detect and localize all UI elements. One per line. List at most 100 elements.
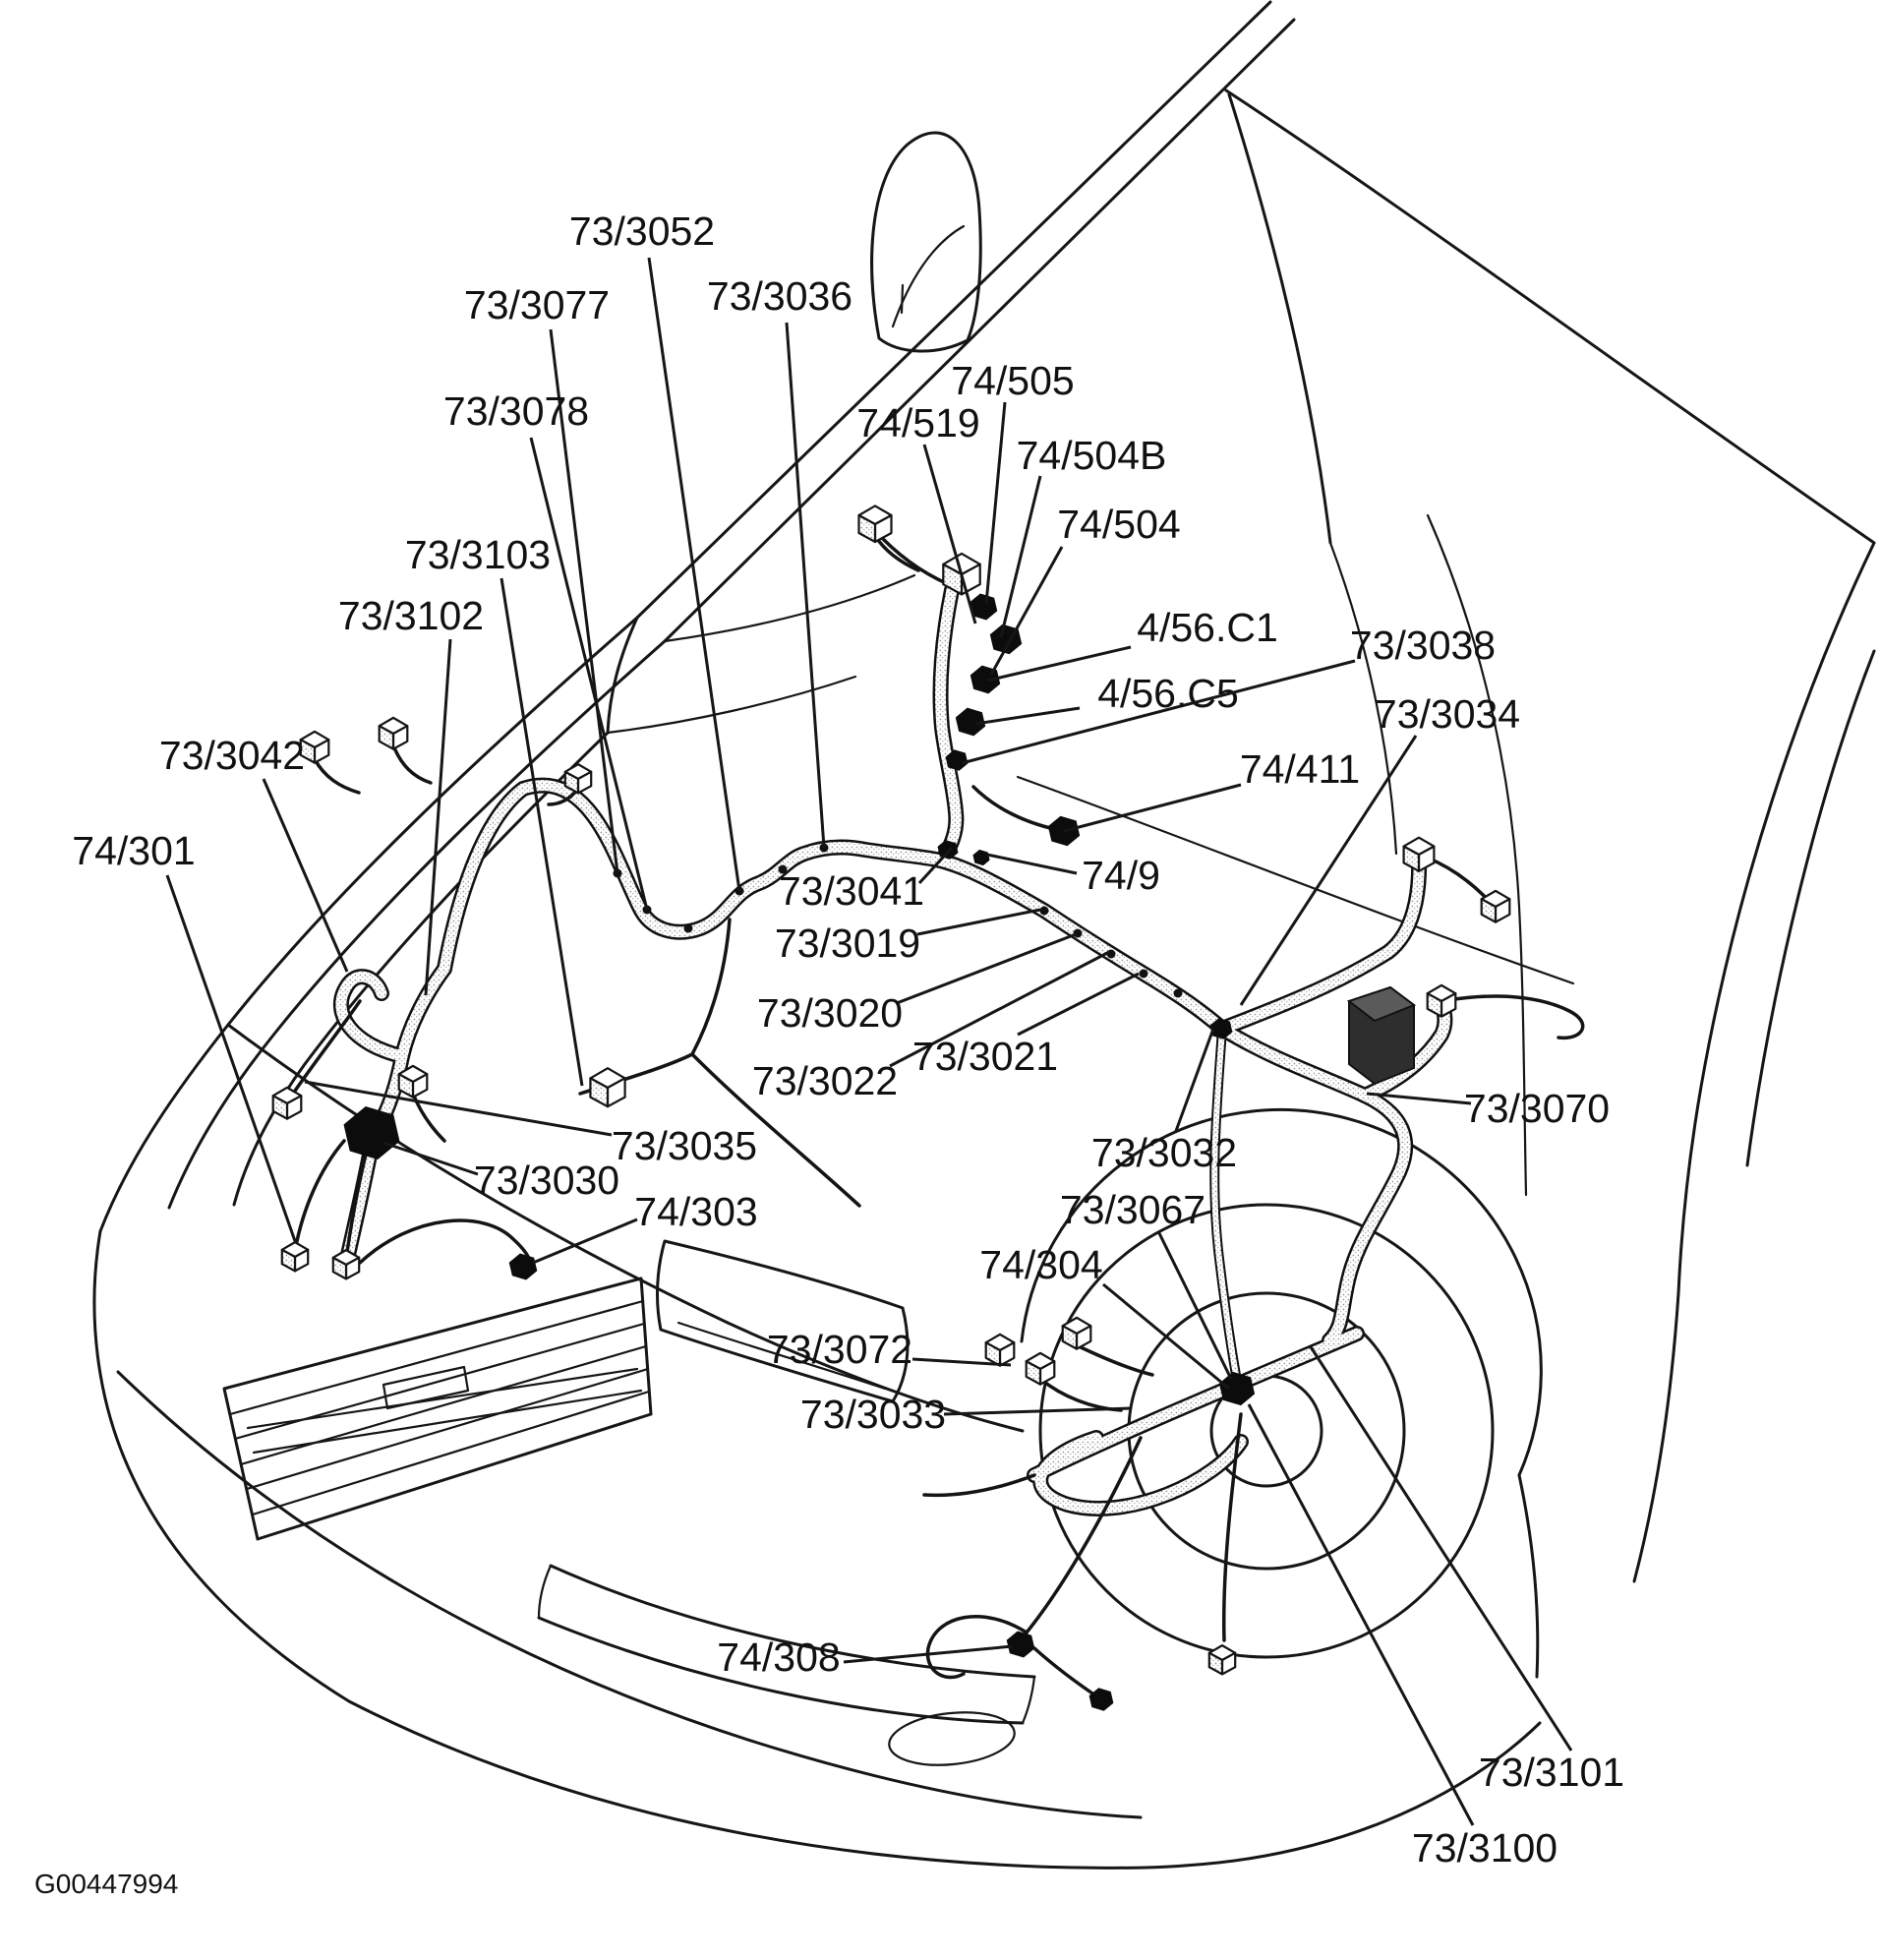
harness-clip-dot xyxy=(683,923,693,933)
connector-black xyxy=(972,849,990,866)
harness-wire xyxy=(922,1473,1036,1498)
leader-line-74-519 xyxy=(922,444,977,624)
callout-label-73-3038: 73/3038 xyxy=(1350,623,1496,668)
connector-cube-face xyxy=(563,770,580,795)
leader-line-73-3038 xyxy=(961,659,1356,765)
callout-label-73-3072: 73/3072 xyxy=(767,1327,912,1372)
hood-crease-line xyxy=(167,639,667,1210)
leader-line-74-504B xyxy=(999,475,1042,638)
connector-cube-face xyxy=(942,563,964,596)
harness-wire xyxy=(690,918,732,1056)
callout-label-73-3103: 73/3103 xyxy=(405,532,551,577)
connector-black xyxy=(969,593,998,621)
callout-label-73-3042: 73/3042 xyxy=(159,733,305,778)
callout-label-74-504B: 74/504B xyxy=(1017,433,1167,478)
callout-label-74-303: 74/303 xyxy=(634,1189,757,1234)
leader-line-73-3034 xyxy=(1239,735,1418,1006)
harness-wire xyxy=(1032,1646,1103,1701)
callout-label-74-519: 74/519 xyxy=(856,400,979,445)
callout-label-73-3019: 73/3019 xyxy=(775,921,920,966)
fog-lamp xyxy=(888,1711,1016,1766)
leader-line-73-3042 xyxy=(262,778,349,973)
leader-line-73-3077 xyxy=(549,328,619,874)
connector-black xyxy=(1006,1631,1035,1658)
callout-label-73-3067: 73/3067 xyxy=(1060,1187,1205,1232)
rocker-line xyxy=(1517,1473,1540,1679)
connector-cube-face xyxy=(299,739,317,764)
headlamp-inner-line xyxy=(676,1321,887,1391)
harness-clip-dot xyxy=(1039,906,1049,916)
connector-cube xyxy=(271,1086,303,1120)
harness-wire xyxy=(690,1052,861,1208)
leader-line-74-308 xyxy=(843,1644,1014,1664)
harness-tube-core xyxy=(1034,1432,1247,1515)
hood-inner-line xyxy=(663,573,916,643)
wiring-harness xyxy=(291,534,1585,1701)
harness-clip-dot xyxy=(1173,988,1183,998)
connector-cube xyxy=(1061,1316,1092,1350)
right-fender-edge xyxy=(1426,513,1528,1197)
control-module-box-top xyxy=(1346,985,1417,1023)
harness-tube-core xyxy=(934,584,962,860)
leader-line-73-3033 xyxy=(943,1406,1132,1416)
callout-label-74-411: 74/411 xyxy=(1240,746,1360,792)
connector-black xyxy=(945,749,969,771)
leader-line-74-9 xyxy=(986,853,1078,875)
hood-inner-line xyxy=(606,675,857,735)
callout-label-4-56-C1: 4/56.C1 xyxy=(1137,605,1278,650)
connector-cube xyxy=(984,1333,1016,1367)
callout-label-73-3070: 73/3070 xyxy=(1464,1086,1610,1131)
leader-line-73-3072 xyxy=(911,1357,1012,1367)
windshield-a-pillar-line xyxy=(663,18,1296,643)
windshield-right-edge xyxy=(1227,92,1332,545)
harness-clip-dot xyxy=(778,864,788,874)
lower-intake-end xyxy=(537,1564,1036,1725)
leader-line-73-3036 xyxy=(785,322,826,849)
leader-line-4-56-C5 xyxy=(974,706,1081,726)
right-fender-line xyxy=(1328,541,1398,856)
connector-cube xyxy=(857,505,893,544)
grille-badge xyxy=(382,1365,470,1410)
harness-wire xyxy=(291,999,362,1096)
callout-label-74-304: 74/304 xyxy=(979,1242,1102,1287)
callout-label-73-3021: 73/3021 xyxy=(912,1034,1058,1079)
connectors xyxy=(271,505,1511,1711)
callout-label-74-308: 74/308 xyxy=(717,1634,840,1680)
leader-line-73-3078 xyxy=(529,437,649,911)
harness-wire xyxy=(313,757,361,795)
callout-label-73-3032: 73/3032 xyxy=(1091,1130,1237,1175)
connector-cube xyxy=(397,1064,429,1099)
connector-cube xyxy=(331,1249,361,1280)
hood-left-edge xyxy=(98,616,639,1233)
harness-tube-core xyxy=(930,854,1228,1035)
connector-cube-face xyxy=(1061,1325,1079,1350)
leader-line-74-504 xyxy=(989,546,1064,676)
windshield-a-pillar-line xyxy=(635,0,1272,620)
connector-cube-face xyxy=(378,725,395,750)
connector-black xyxy=(343,1106,400,1159)
lower-intake-top xyxy=(549,1564,1036,1679)
callout-label-73-3030: 73/3030 xyxy=(474,1158,619,1203)
leader-line-73-3020 xyxy=(896,932,1077,1005)
connector-cube-face xyxy=(271,1095,289,1120)
leader-line-73-3030 xyxy=(382,1141,479,1176)
connector-cube-face xyxy=(1480,898,1498,923)
callout-label-73-3101: 73/3101 xyxy=(1479,1750,1624,1795)
harness-tube-core xyxy=(335,971,408,1062)
leader-line-73-3067 xyxy=(1156,1230,1233,1380)
tire-outer xyxy=(1038,1203,1495,1659)
callout-label-74-504: 74/504 xyxy=(1057,502,1180,547)
callout-label-73-3033: 73/3033 xyxy=(800,1392,946,1437)
connector-cube-face xyxy=(857,513,877,544)
grille-slats xyxy=(228,1299,651,1516)
callout-label-73-3052: 73/3052 xyxy=(569,208,715,254)
leader-line-73-3019 xyxy=(916,908,1041,936)
connector-cube xyxy=(563,763,593,795)
callout-label-74-301: 74/301 xyxy=(72,828,195,873)
harness-wire xyxy=(411,1092,446,1143)
cowl-right-line xyxy=(1016,775,1575,985)
callout-label-73-3078: 73/3078 xyxy=(443,388,589,434)
connector-cube xyxy=(1426,983,1457,1018)
harness-tube-core xyxy=(1216,854,1425,1035)
